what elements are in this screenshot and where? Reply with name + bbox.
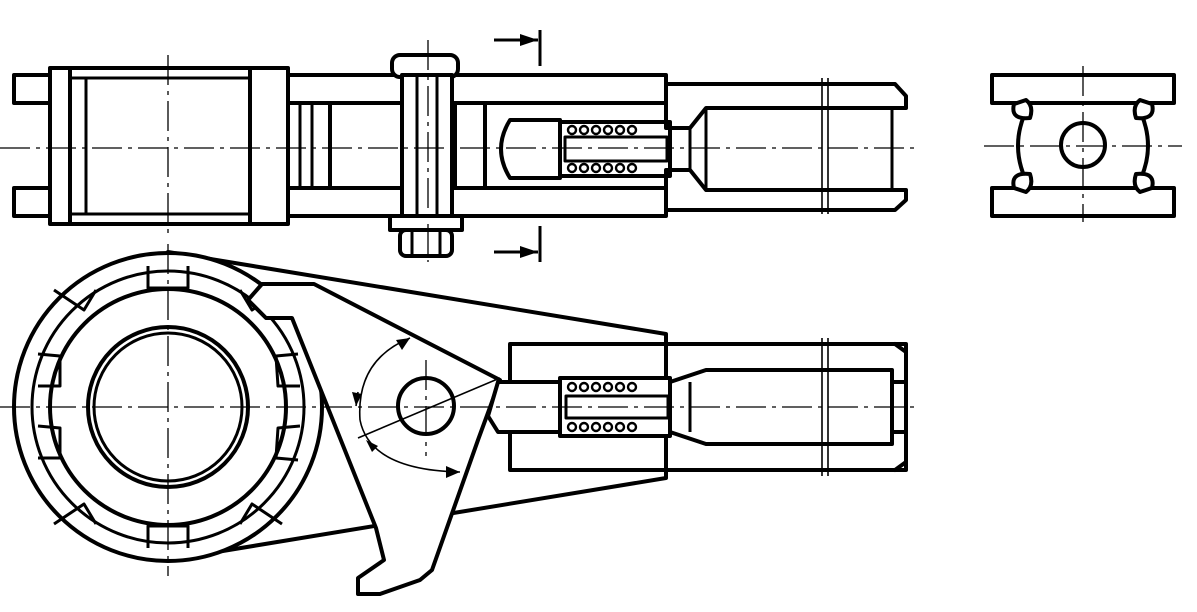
pivot-pin-body bbox=[400, 73, 454, 232]
side-lobe-br bbox=[1132, 171, 1155, 194]
end-tube-top bbox=[664, 82, 908, 130]
pawl-section-right bbox=[453, 101, 487, 190]
spring-rod bbox=[563, 135, 669, 163]
spring-coils-top bbox=[566, 124, 638, 174]
side-lobe-tr bbox=[1132, 98, 1155, 121]
rotation-arc-lower bbox=[359, 419, 461, 473]
side-lobe-bl bbox=[1011, 171, 1034, 194]
pawl-section bbox=[328, 101, 404, 190]
gear-ring-right bbox=[248, 66, 290, 226]
pivot-pin-bottom bbox=[388, 214, 464, 232]
handle-top-wall bbox=[286, 73, 668, 105]
left-ring-wall bbox=[48, 66, 72, 226]
spring-coils-plan bbox=[566, 381, 638, 433]
pawl-lever bbox=[246, 282, 502, 596]
pivot-pin-nut bbox=[398, 228, 454, 258]
side-section-view bbox=[984, 66, 1182, 222]
plan-view bbox=[0, 244, 920, 596]
end-tube-bottom bbox=[664, 168, 908, 212]
left-flange-bottom bbox=[12, 186, 52, 218]
handle-bottom-wall bbox=[286, 186, 668, 218]
side-lobe-tl bbox=[1011, 98, 1034, 121]
left-flange-top bbox=[12, 73, 52, 105]
plunger bbox=[499, 118, 562, 180]
section-arrow-top bbox=[494, 30, 542, 66]
front-section-view bbox=[0, 30, 920, 262]
section-arrow-bottom bbox=[494, 226, 542, 262]
gear-bore bbox=[68, 66, 252, 226]
